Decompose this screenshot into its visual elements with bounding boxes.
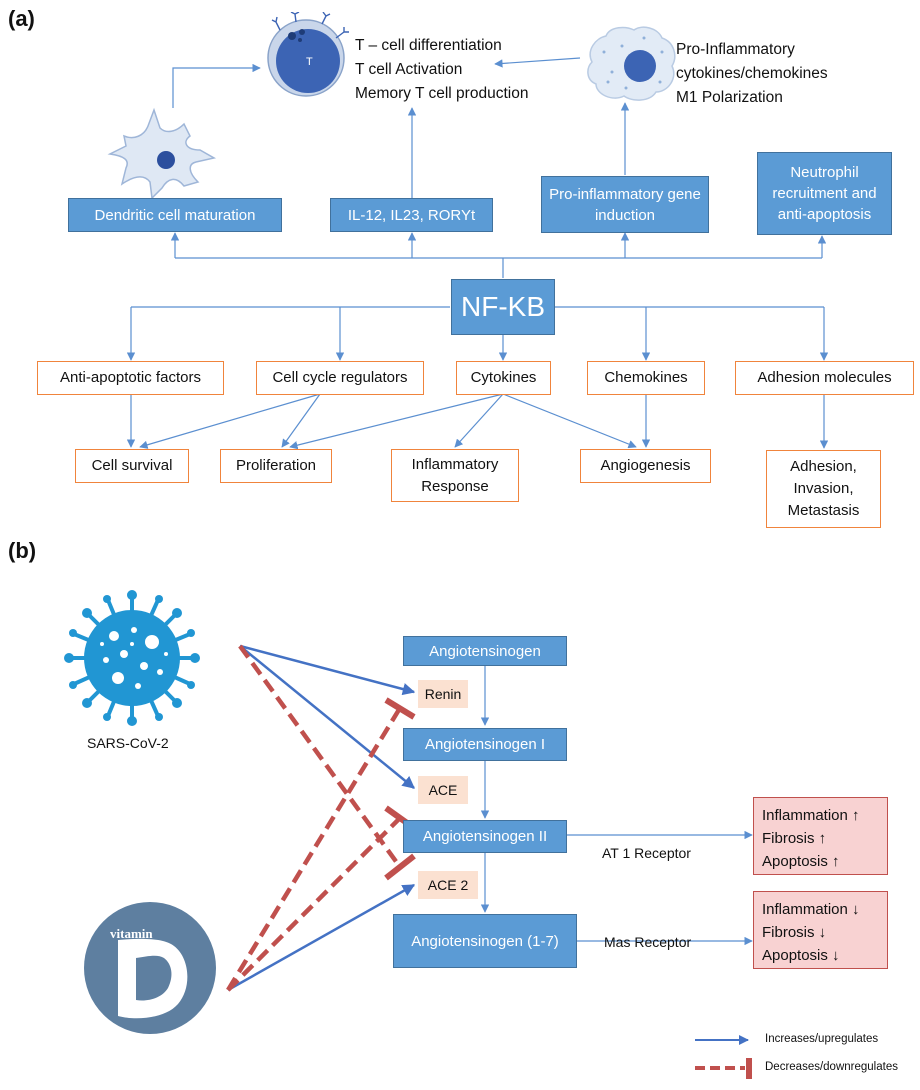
anti-apoptotic-box: Anti-apoptotic factors	[37, 361, 224, 395]
cell-survival-box: Cell survival	[75, 449, 189, 483]
cell-cycle-box: Cell cycle regulators	[256, 361, 424, 395]
t-cell-effects-text: T – cell differentiation T cell Activati…	[355, 34, 528, 106]
t-cell-line: T – cell differentiation	[355, 37, 502, 54]
angiotensinogen-i-box: Angiotensinogen I	[403, 728, 567, 761]
renin-box: Renin	[418, 680, 468, 708]
effects-up-box: Inflammation ↑ Fibrosis ↑ Apoptosis ↑	[753, 797, 888, 875]
chemokines-box: Chemokines	[587, 361, 705, 395]
vitamin-d-icon: vitamin	[84, 902, 216, 1034]
mas-receptor-label: Mas Receptor	[604, 934, 692, 950]
macrophage-effects-text: Pro-Inflammatory cytokines/chemokines M1…	[676, 38, 828, 110]
inflammatory-response-box: Inflammatory Response	[391, 449, 519, 502]
at1-receptor-label: AT 1 Receptor	[602, 845, 691, 861]
il12-box: IL-12, IL23, RORYt	[330, 198, 493, 232]
panel-a-lower-connectors	[126, 306, 829, 450]
angiotensinogen-1-7-box: Angiotensinogen (1-7)	[393, 914, 577, 968]
panel-a-upper-connectors	[170, 57, 827, 278]
angiogenesis-box: Angiogenesis	[580, 449, 711, 483]
panel-b-label: (b)	[8, 538, 37, 563]
macrophage-line: M1 Polarization	[676, 89, 783, 106]
effect-up-line: Inflammation ↑	[762, 807, 860, 824]
macrophage-line: cytokines/chemokines	[676, 65, 828, 82]
dendritic-cell-icon	[107, 107, 217, 200]
virus-icon	[64, 590, 200, 726]
adhesion-molecules-box: Adhesion molecules	[735, 361, 914, 395]
effects-down-box: Inflammation ↓ Fibrosis ↓ Apoptosis ↓	[753, 891, 888, 969]
virus-label: SARS-CoV-2	[87, 735, 169, 751]
adhesion-invasion-box: Adhesion, Invasion, Metastasis	[766, 450, 881, 528]
panel-b-effect-lines	[226, 644, 416, 992]
legend-increase-label: Increases/upregulates	[765, 1033, 879, 1045]
cytokines-box: Cytokines	[456, 361, 551, 395]
dendritic-maturation-box: Dendritic cell maturation	[68, 198, 282, 232]
effect-down-line: Apoptosis ↓	[762, 947, 840, 964]
macrophage-icon	[587, 26, 676, 101]
t-cell-line: T cell Activation	[355, 61, 463, 78]
angiotensinogen-ii-box: Angiotensinogen II	[403, 820, 567, 853]
panel-a-label: (a)	[8, 6, 35, 31]
macrophage-line: Pro-Inflammatory	[676, 41, 795, 58]
neutrophil-box: Neutrophil recruitment and anti-apoptosi…	[757, 152, 892, 235]
effect-up-line: Fibrosis ↑	[762, 830, 827, 847]
angiotensinogen-box: Angiotensinogen	[403, 636, 567, 666]
effect-down-line: Fibrosis ↓	[762, 924, 827, 941]
t-cell-line: Memory T cell production	[355, 85, 529, 102]
t-cell-letter: T	[306, 56, 313, 68]
effect-down-line: Inflammation ↓	[762, 901, 860, 918]
effect-up-line: Apoptosis ↑	[762, 853, 840, 870]
legend-decrease-label: Decreases/downregulates	[765, 1061, 898, 1073]
legend-lines	[695, 1035, 752, 1079]
vitamin-word: vitamin	[110, 926, 153, 941]
t-cell-icon: T	[267, 12, 349, 97]
nfkb-box: NF-KB	[451, 279, 555, 335]
ace2-box: ACE 2	[418, 871, 478, 899]
ace-box: ACE	[418, 776, 468, 804]
panel-b-pathway-connectors	[480, 665, 753, 946]
proliferation-box: Proliferation	[220, 449, 332, 483]
proinflammatory-gene-box: Pro-inflammatory gene induction	[541, 176, 709, 233]
